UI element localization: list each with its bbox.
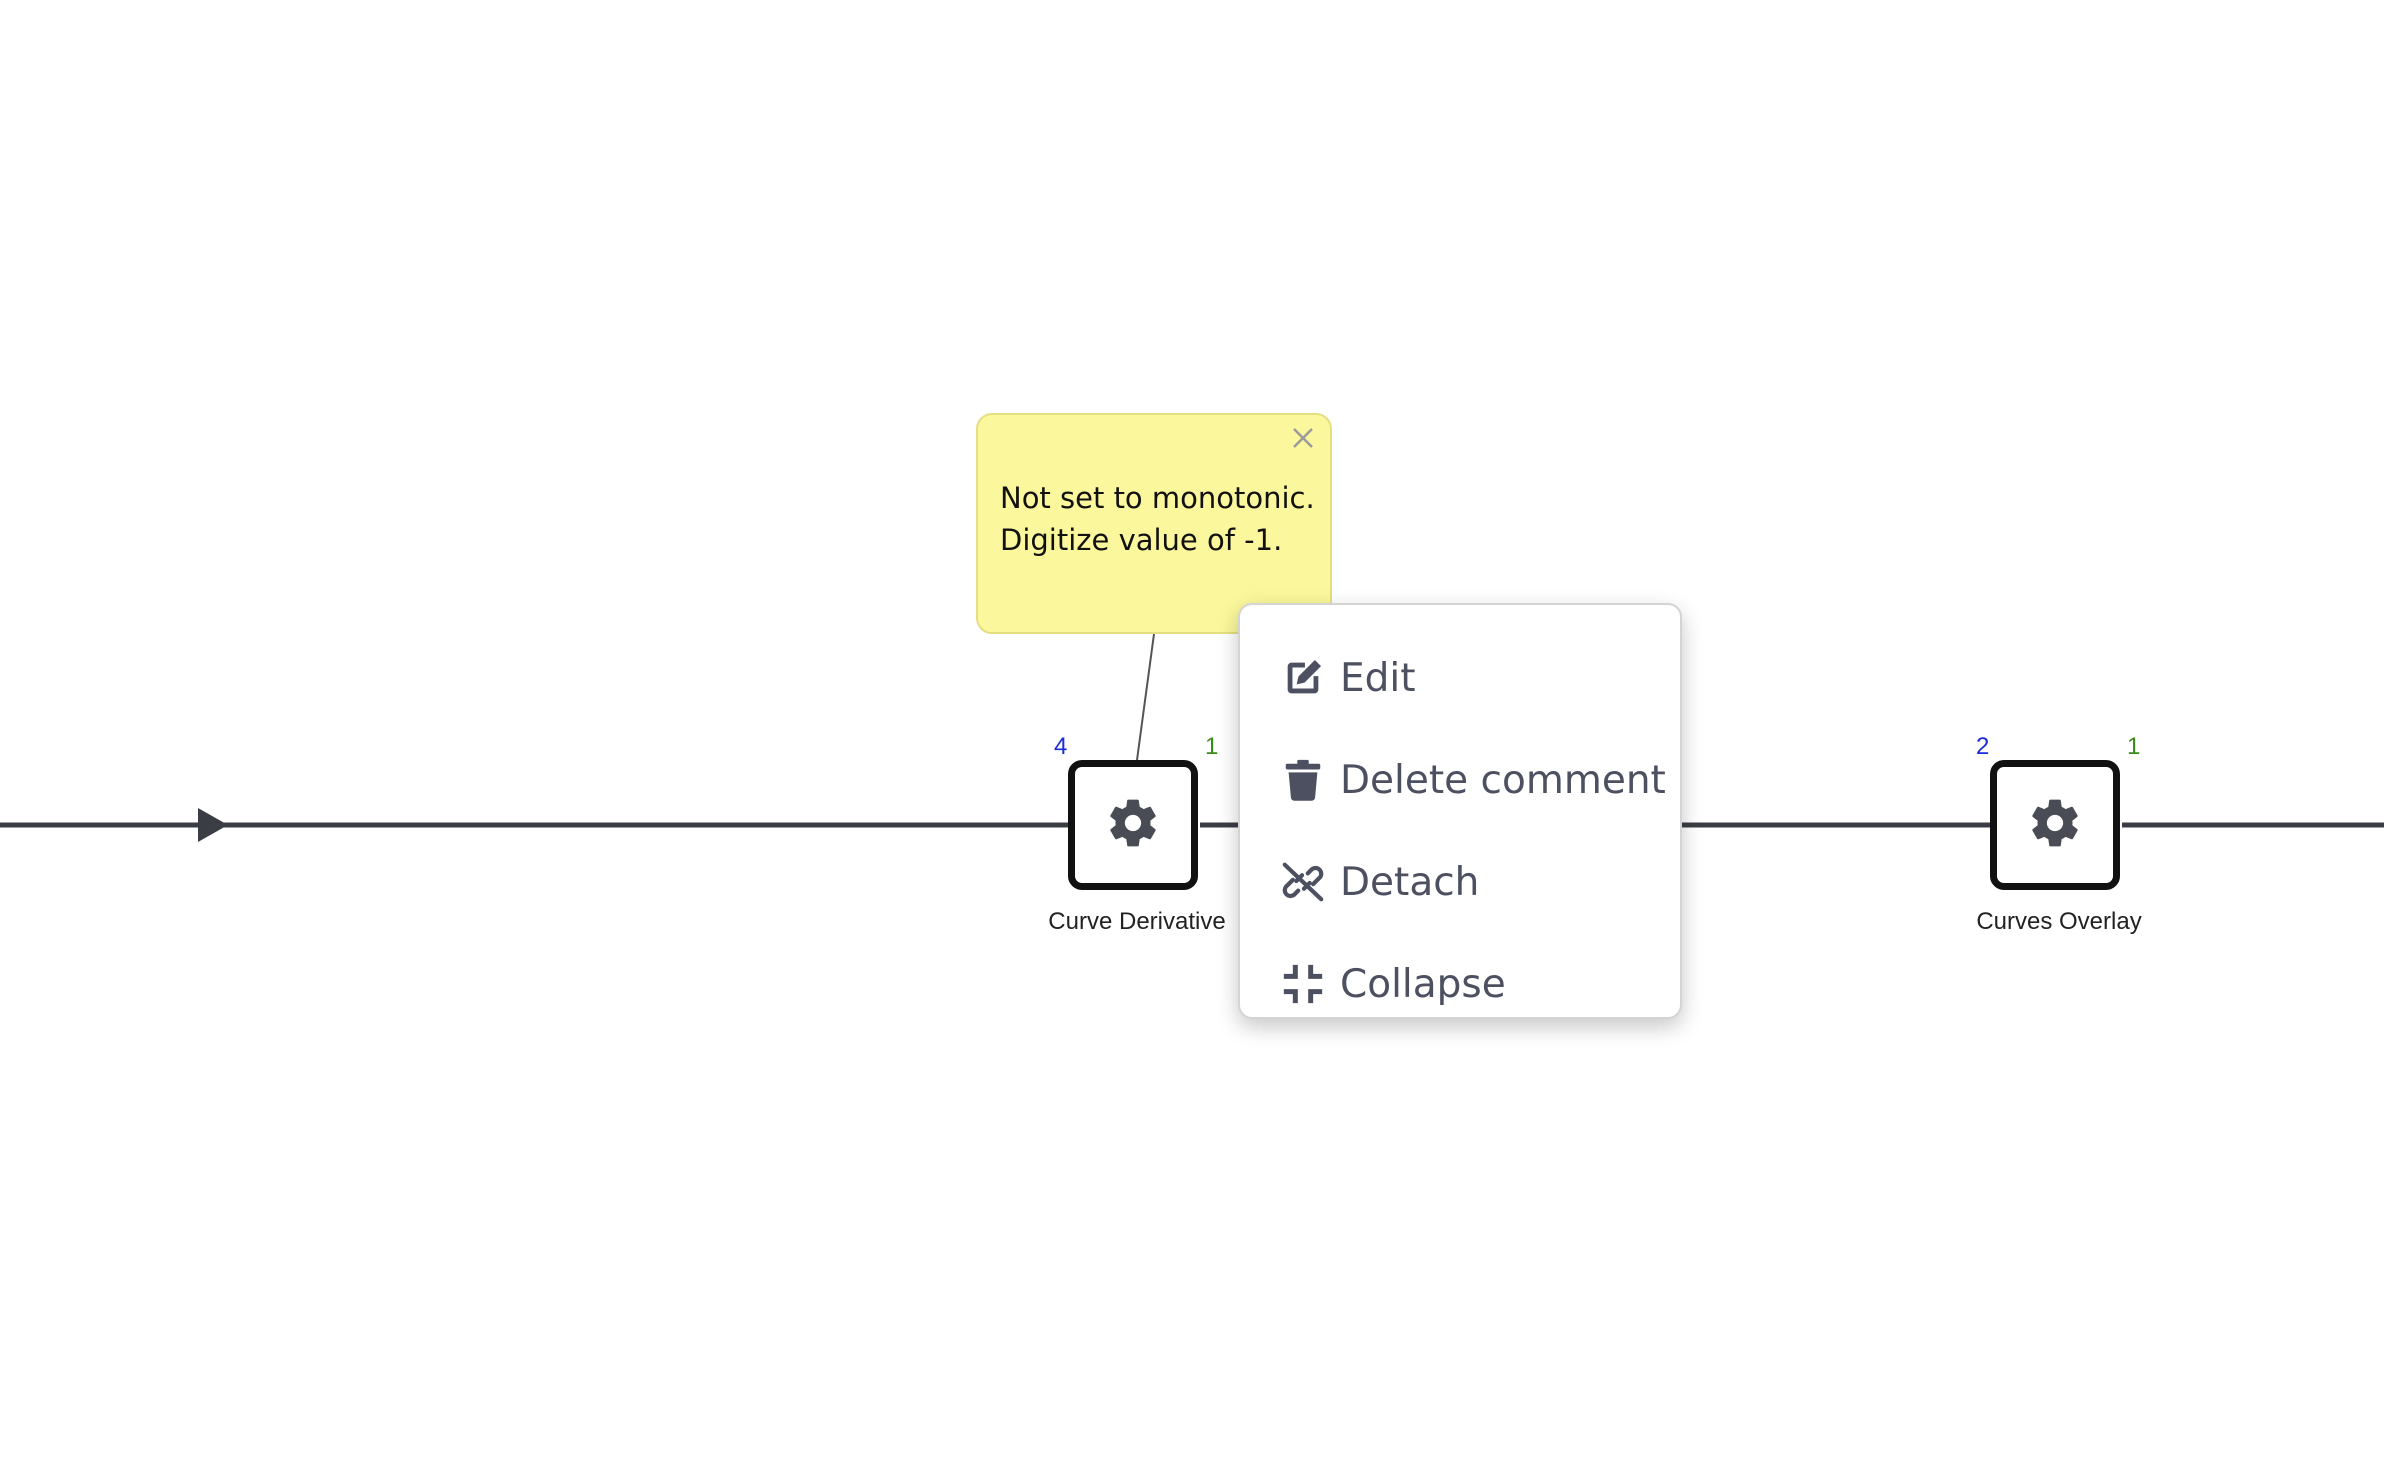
close-icon[interactable] — [1288, 423, 1318, 453]
gear-icon — [1105, 795, 1161, 856]
node-curves-overlay[interactable] — [1990, 760, 2120, 890]
menu-item-collapse[interactable]: Collapse — [1240, 933, 1680, 1035]
node-label: Curve Derivative — [1048, 908, 1226, 935]
menu-item-label: Edit — [1340, 655, 1416, 701]
node-input-count: 2 — [1976, 733, 1990, 760]
menu-item-label: Collapse — [1340, 961, 1506, 1007]
comment-line: Not set to monotonic. — [1000, 481, 1315, 515]
trash-icon — [1280, 754, 1332, 806]
collapse-icon — [1280, 958, 1332, 1010]
node-output-count: 1 — [2127, 733, 2141, 760]
node-input-count: 4 — [1054, 733, 1068, 760]
comment-note[interactable]: Not set to monotonic. Digitize value of … — [976, 413, 1332, 634]
comment-text: Not set to monotonic. Digitize value of … — [1000, 477, 1316, 561]
context-menu: Edit Delete comment — [1238, 603, 1682, 1019]
node-output-count: 1 — [1205, 733, 1219, 760]
edit-icon — [1280, 652, 1332, 704]
wire-direction-arrow — [198, 808, 228, 842]
menu-item-edit[interactable]: Edit — [1240, 627, 1680, 729]
menu-item-label: Detach — [1340, 859, 1480, 905]
note-connector-line — [1136, 633, 1155, 761]
node-curve-derivative[interactable] — [1068, 760, 1198, 890]
unlink-icon — [1280, 856, 1332, 908]
menu-item-label: Delete comment — [1340, 757, 1666, 803]
comment-line: Digitize value of -1. — [1000, 523, 1283, 557]
menu-item-delete-comment[interactable]: Delete comment — [1240, 729, 1680, 831]
menu-item-detach[interactable]: Detach — [1240, 831, 1680, 933]
node-label: Curves Overlay — [1976, 908, 2142, 935]
gear-icon — [2027, 795, 2083, 856]
